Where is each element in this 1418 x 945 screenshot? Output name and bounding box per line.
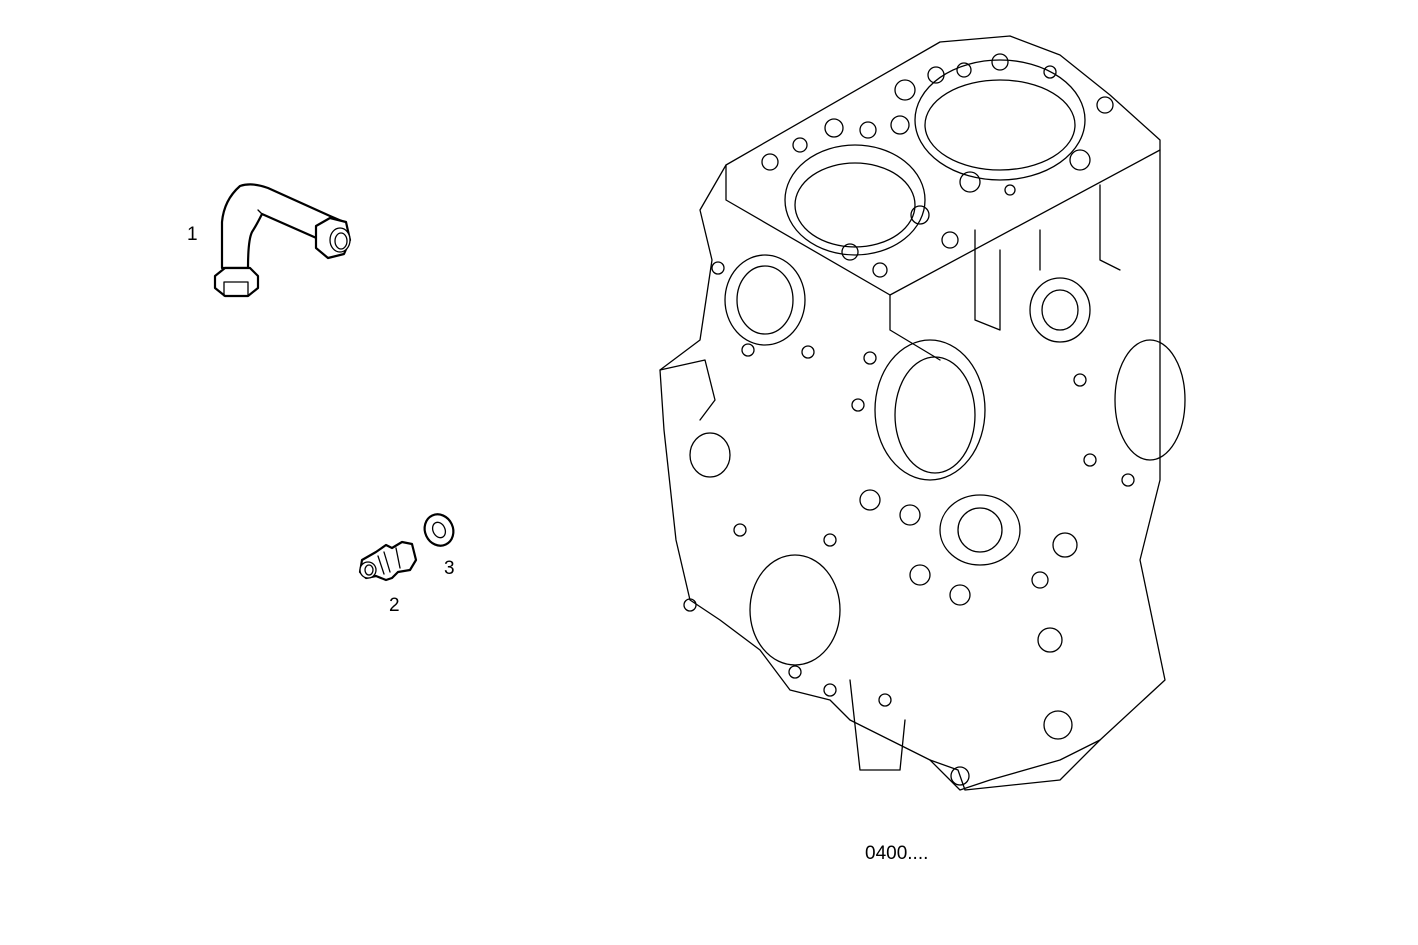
callout-3: 3 (444, 558, 455, 579)
part-2-fitting[interactable] (358, 540, 418, 582)
part-1-pipe[interactable] (213, 183, 352, 298)
callout-2: 2 (389, 595, 400, 616)
bolt-holes (761, 53, 1114, 278)
engine-block (659, 35, 1186, 791)
callout-1: 1 (187, 224, 198, 245)
reference-code: 0400.... (865, 843, 929, 864)
part-3-washer[interactable] (420, 510, 459, 551)
